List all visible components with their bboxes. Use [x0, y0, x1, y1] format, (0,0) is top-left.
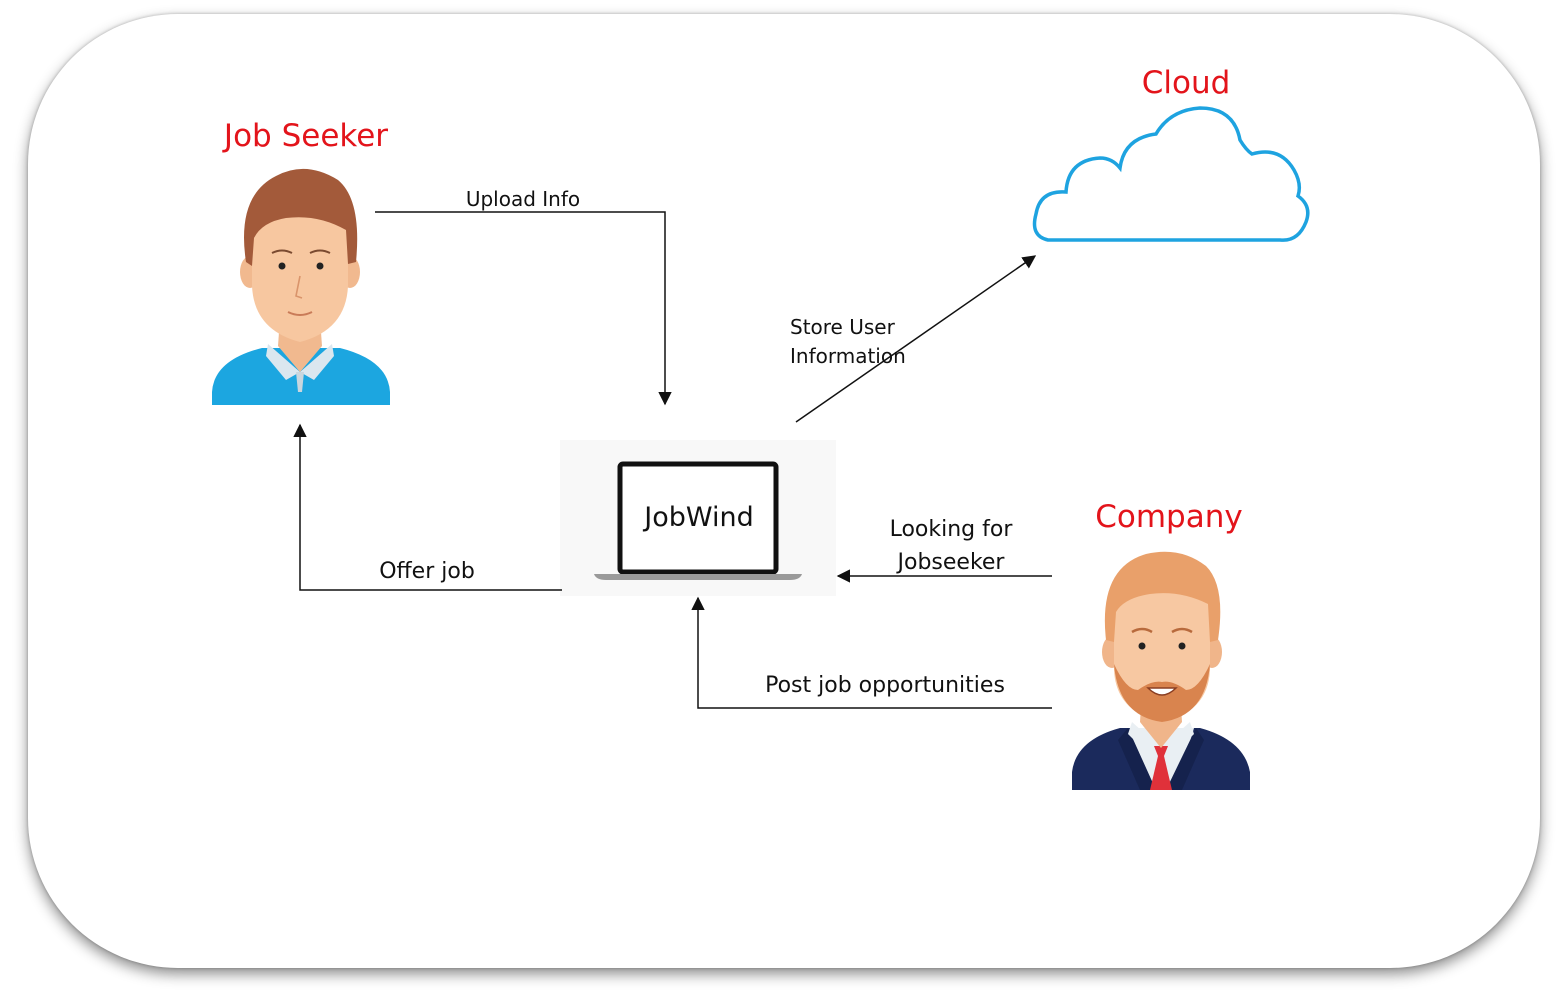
jobwind-label: JobWind: [642, 502, 753, 533]
store-user-label-line2: Information: [790, 344, 906, 368]
upload-info-arrow: [375, 211, 672, 406]
cloud-icon: [1032, 106, 1310, 242]
offer-job-label: Offer job: [379, 559, 475, 584]
laptop-icon: [560, 440, 836, 596]
upload-info-label: Upload Info: [466, 187, 580, 211]
store-user-label-line1: Store User: [790, 315, 896, 339]
post-jobs-label: Post job opportunities: [765, 673, 1005, 698]
looking-for-label-line1: Looking for: [890, 517, 1014, 542]
store-user-arrow: [795, 255, 1037, 423]
looking-for-label-line2: Jobseeker: [896, 550, 1006, 575]
post-jobs-arrow: [691, 596, 1052, 709]
company-title: Company: [1095, 499, 1242, 535]
job-seeker-title: Job Seeker: [222, 118, 388, 154]
offer-job-arrow: [293, 423, 562, 591]
job-seeker-avatar: [212, 168, 390, 405]
cloud-title: Cloud: [1142, 65, 1231, 101]
company-avatar: [1072, 551, 1250, 790]
